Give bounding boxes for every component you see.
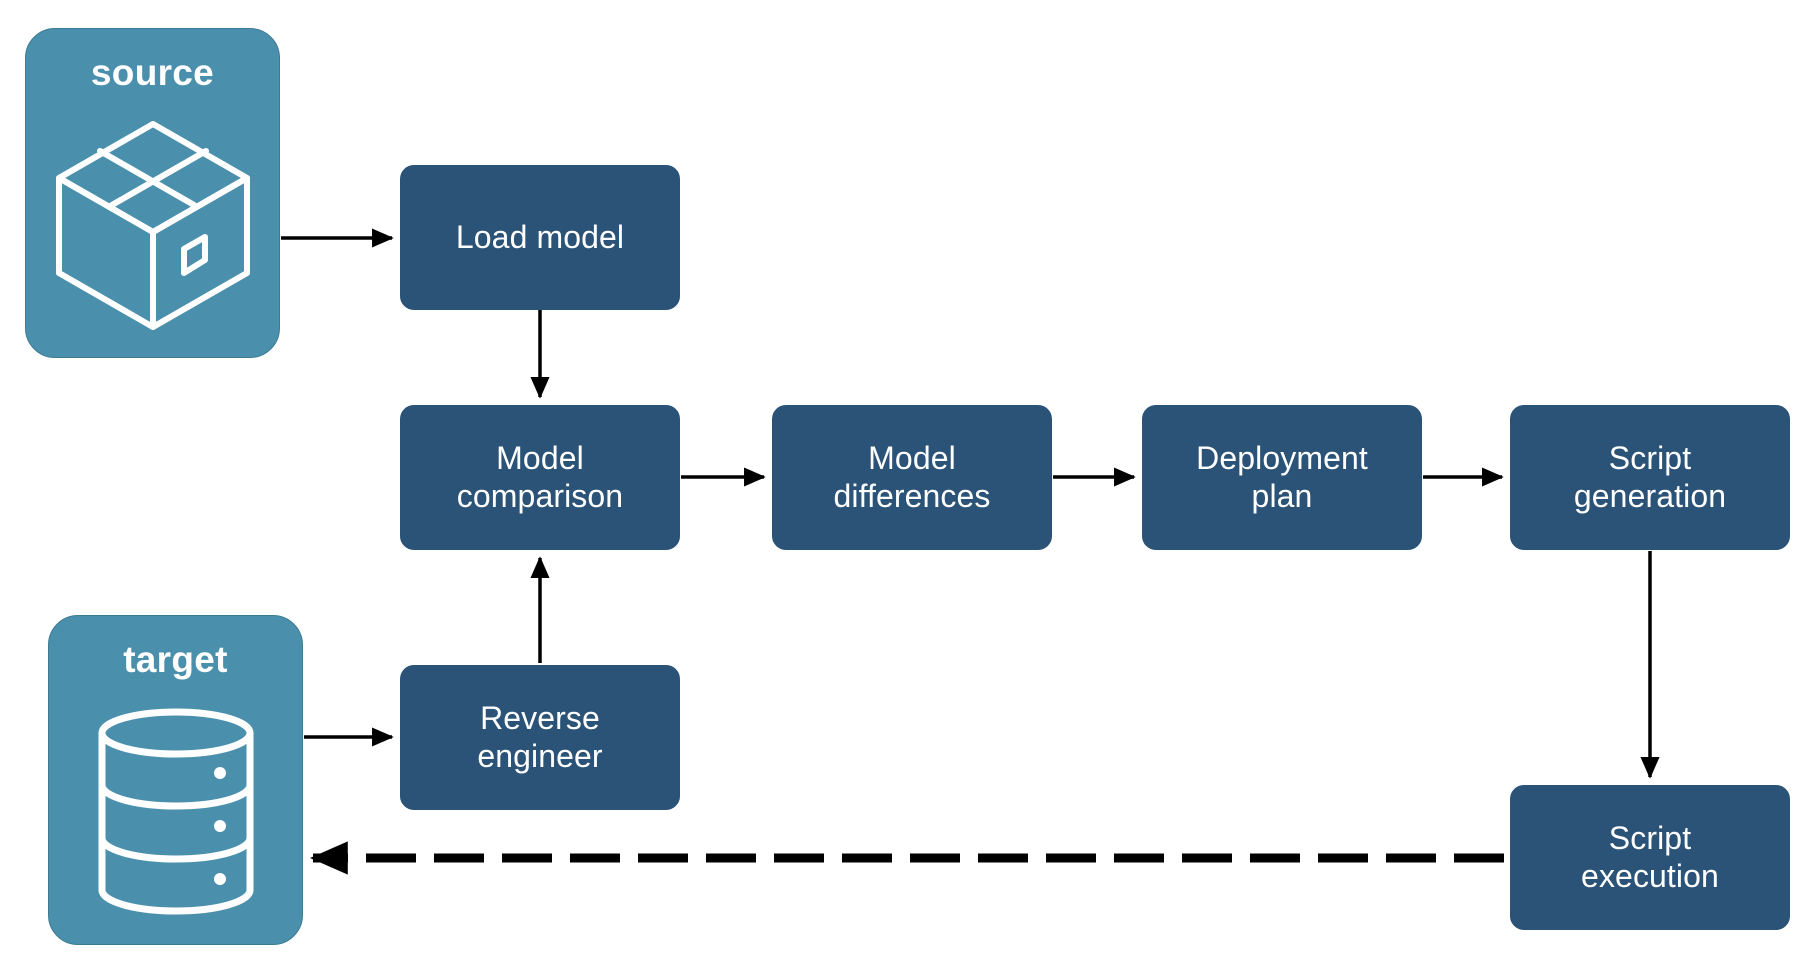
process-script-generation-label-1: Script xyxy=(1608,439,1692,476)
process-model-differences-label-2: differences xyxy=(833,477,991,514)
endpoint-source-label: source xyxy=(90,52,215,93)
process-model-comparison-label-2: comparison xyxy=(456,477,624,514)
endpoint-target[interactable]: target xyxy=(48,615,303,945)
process-script-execution-label-2: execution xyxy=(1581,857,1719,894)
process-script-execution-label-1: Script xyxy=(1608,819,1692,856)
process-reverse-engineer-label-1: Reverse xyxy=(480,699,600,736)
process-load-model[interactable]: Load model xyxy=(400,165,680,310)
process-reverse-engineer[interactable]: Reverse engineer xyxy=(400,665,680,810)
process-load-model-label-1: Load model xyxy=(455,218,625,255)
database-cylinder-icon xyxy=(49,682,302,944)
process-deployment-plan[interactable]: Deployment plan xyxy=(1142,405,1422,550)
process-deployment-plan-label-2: plan xyxy=(1251,477,1313,514)
process-reverse-engineer-label-2: engineer xyxy=(477,737,603,774)
process-script-generation[interactable]: Script generation xyxy=(1510,405,1790,550)
endpoint-target-label: target xyxy=(123,639,228,680)
process-script-generation-label-2: generation xyxy=(1573,477,1727,514)
process-model-comparison-label-1: Model xyxy=(496,439,584,476)
process-model-differences-label-1: Model xyxy=(868,439,956,476)
process-model-differences[interactable]: Model differences xyxy=(772,405,1052,550)
package-box-icon xyxy=(26,95,279,357)
process-script-execution[interactable]: Script execution xyxy=(1510,785,1790,930)
process-model-comparison[interactable]: Model comparison xyxy=(400,405,680,550)
endpoint-source[interactable]: source xyxy=(25,28,280,358)
process-deployment-plan-label-1: Deployment xyxy=(1196,439,1368,476)
